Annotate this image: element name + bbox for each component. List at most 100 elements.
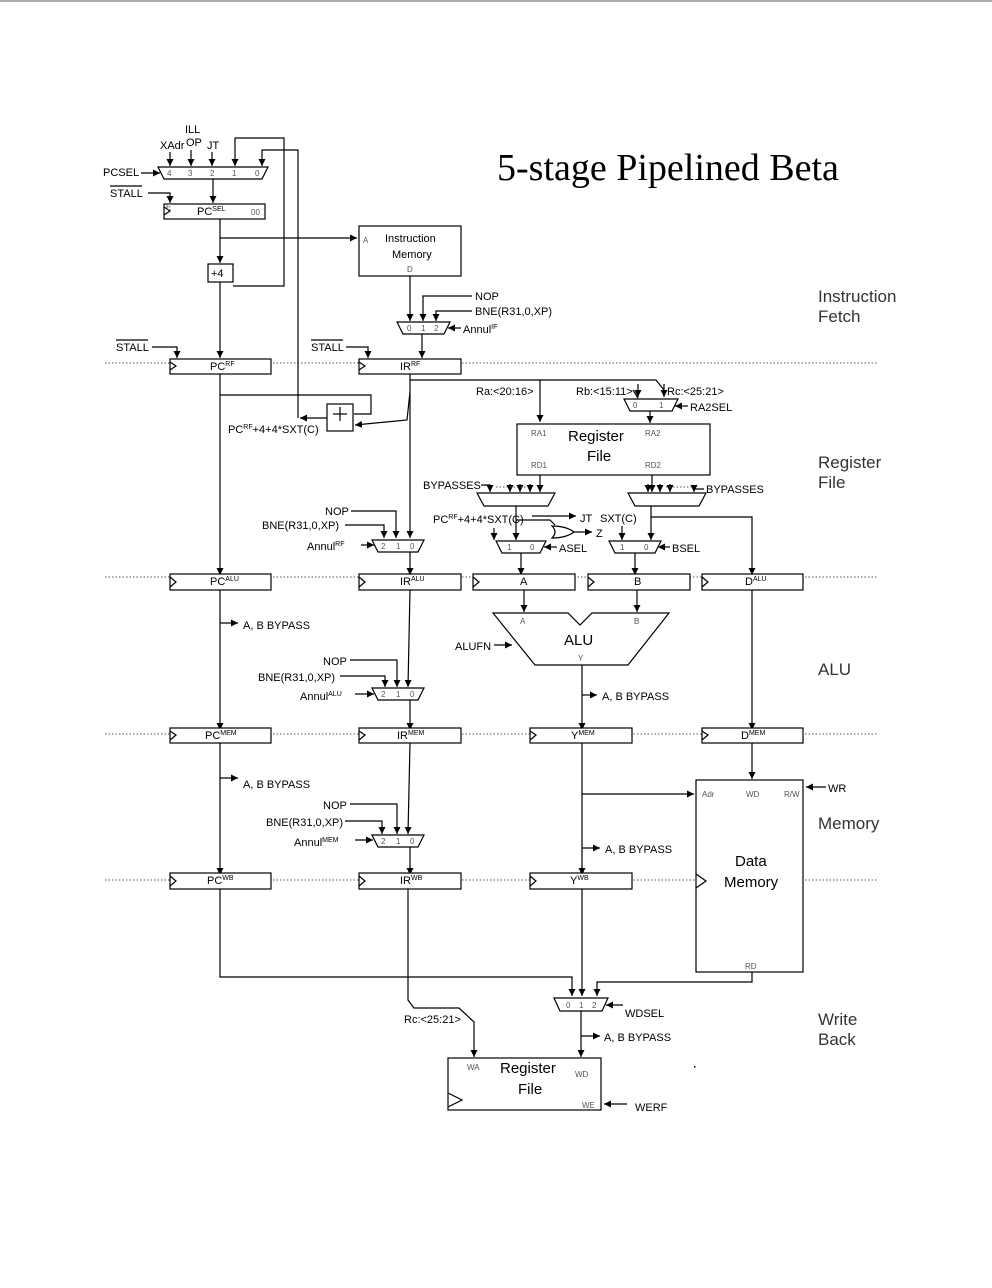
- svg-text:Memory: Memory: [724, 874, 779, 891]
- bypasses-label-a: BYPASSES: [423, 480, 481, 492]
- annul-alu-label: AnnulALU: [300, 691, 342, 703]
- svg-text:Instruction: Instruction: [818, 287, 896, 306]
- annul-mem-mux: [371, 834, 425, 848]
- svg-text:1: 1: [421, 324, 426, 333]
- svg-text:A: A: [520, 617, 526, 626]
- svg-text:Adr: Adr: [702, 790, 715, 799]
- jt-out-label: JT: [580, 513, 593, 525]
- svg-text:File: File: [818, 473, 845, 492]
- svg-text:Data: Data: [735, 853, 767, 870]
- bypass-mux-b: [626, 492, 708, 507]
- pcsel-label: PCSEL: [103, 167, 139, 179]
- annul-alu-mux: [371, 687, 425, 701]
- svg-text:IRWB: IRWB: [400, 875, 423, 887]
- stage-label-register-file: Register File: [818, 453, 882, 492]
- annul-if-mux: [396, 321, 451, 335]
- stage-label-alu: ALU: [818, 660, 851, 679]
- branch-target-label-2: PCRF+4+4*SXT(C): [433, 514, 524, 526]
- svg-text:R/W: R/W: [784, 790, 800, 799]
- svg-text:WD: WD: [575, 1070, 589, 1079]
- svg-text:0: 0: [410, 690, 415, 699]
- svg-text:0: 0: [566, 1001, 571, 1010]
- ab-bypass-label-wb: A, B BYPASS: [604, 1032, 671, 1044]
- svg-text:PCMEM: PCMEM: [205, 730, 237, 742]
- svg-text:2: 2: [381, 542, 386, 551]
- svg-text:1: 1: [396, 542, 401, 551]
- wdsel-label: WDSEL: [625, 1008, 664, 1020]
- svg-text:0: 0: [410, 542, 415, 551]
- svg-text:Register: Register: [818, 453, 882, 472]
- svg-text:B: B: [634, 576, 641, 588]
- svg-text:RD2: RD2: [645, 461, 662, 470]
- werf-label: WERF: [635, 1102, 668, 1114]
- svg-text:WD: WD: [746, 790, 760, 799]
- nop-label-alu: NOP: [323, 656, 347, 668]
- ab-bypass-label-pc-alu: A, B BYPASS: [243, 620, 310, 632]
- svg-text:00: 00: [251, 208, 260, 217]
- rb-field-label: Rb:<15:11>: [576, 386, 633, 398]
- svg-text:RA1: RA1: [531, 429, 547, 438]
- diagram-title: 5-stage Pipelined Beta: [497, 147, 839, 189]
- svg-text:1: 1: [396, 690, 401, 699]
- y-wb-register: [529, 872, 633, 890]
- bypasses-label-b: BYPASSES: [706, 484, 764, 496]
- ill-label: ILL: [185, 124, 200, 136]
- bne-label-alu: BNE(R31,0,XP): [258, 672, 335, 684]
- svg-text:1: 1: [396, 837, 401, 846]
- svg-text:2: 2: [381, 837, 386, 846]
- bypass-mux-a: [475, 492, 557, 507]
- svg-text:DMEM: DMEM: [741, 730, 765, 742]
- nop-label-if: NOP: [475, 291, 499, 303]
- stall-label-pcsel: STALL: [110, 188, 143, 200]
- rc-field-label: Rc:<25:21>: [667, 386, 724, 398]
- svg-text:PCALU: PCALU: [210, 576, 239, 588]
- svg-text:YWB: YWB: [570, 875, 589, 887]
- svg-text:E: E: [166, 203, 171, 212]
- svg-text:IRMEM: IRMEM: [397, 730, 425, 742]
- stall-label-pc-rf: STALL: [116, 342, 149, 354]
- ra2sel-mux: [623, 398, 679, 412]
- stray-mark: [694, 1066, 696, 1068]
- svg-text:2: 2: [592, 1001, 597, 1010]
- bne-label-rf: BNE(R31,0,XP): [262, 520, 339, 532]
- bsel-mux: [608, 540, 662, 554]
- b-operand-register: [587, 573, 691, 591]
- data-memory: [695, 779, 804, 973]
- rc-wb-label: Rc:<25:21>: [404, 1014, 461, 1026]
- stage-label-fetch: Instruction Fetch: [818, 287, 896, 326]
- svg-text:B: B: [634, 617, 639, 626]
- stage-label-write-back: Write Back: [818, 1010, 857, 1049]
- wr-label: WR: [828, 783, 846, 795]
- svg-text:1: 1: [579, 1001, 584, 1010]
- svg-text:A: A: [520, 576, 528, 588]
- annul-mem-label: AnnulMEM: [294, 837, 339, 849]
- sxtc-label: SXT(C): [600, 513, 637, 525]
- svg-text:0: 0: [530, 543, 535, 552]
- wdsel-mux: [553, 997, 609, 1012]
- ab-bypass-label-alu: A, B BYPASS: [602, 691, 669, 703]
- svg-text:Register: Register: [500, 1060, 556, 1077]
- svg-text:PCSEL: PCSEL: [197, 206, 226, 218]
- branch-target-label: PCRF+4+4*SXT(C): [228, 424, 319, 436]
- svg-text:RD: RD: [745, 962, 757, 971]
- svg-text:Fetch: Fetch: [818, 307, 861, 326]
- ir-wb-register: [358, 872, 462, 890]
- svg-text:3: 3: [188, 169, 193, 178]
- svg-text:Y: Y: [578, 654, 584, 663]
- ra2sel-label: RA2SEL: [690, 402, 732, 414]
- op-label: OP: [186, 137, 202, 149]
- svg-text:0: 0: [407, 324, 412, 333]
- svg-text:Register: Register: [568, 428, 624, 445]
- svg-text:1: 1: [232, 169, 237, 178]
- svg-text:PCWB: PCWB: [207, 875, 234, 887]
- pcsel-mux: [157, 166, 269, 180]
- zero-detect-gate: [550, 525, 576, 539]
- svg-text:1: 1: [620, 543, 625, 552]
- svg-text:0: 0: [633, 401, 638, 410]
- register-file-writeback: [447, 1057, 602, 1111]
- jt-label: JT: [207, 140, 220, 152]
- stage-label-memory: Memory: [818, 814, 880, 833]
- svg-text:WE: WE: [582, 1101, 595, 1110]
- register-file: [516, 423, 711, 476]
